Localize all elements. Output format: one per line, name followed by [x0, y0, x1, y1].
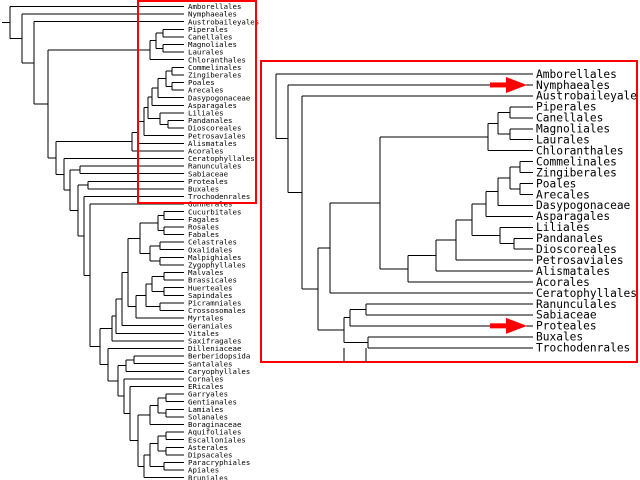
taxon-label: Poales — [188, 78, 215, 87]
taxon-label: Apiales — [188, 466, 219, 475]
taxon-label: Brassicales — [188, 276, 237, 285]
taxon-label: Asparagales — [188, 101, 237, 110]
taxon-label: Oxalidales — [188, 245, 233, 254]
taxon-label: Dasypogonaceae — [188, 93, 251, 102]
taxon-label: Lamiales — [188, 405, 224, 414]
taxon-label: Celastrales — [188, 238, 237, 247]
zoom-taxon-label: Magnoliales — [536, 123, 610, 136]
taxon-label: Sabiaceae — [188, 169, 229, 178]
zoom-taxon-label: Pandanales — [536, 232, 603, 245]
taxon-label: Rosales — [188, 223, 219, 232]
zoom-taxon-label: Austrobaileyale — [536, 90, 637, 103]
taxon-label: Buxales — [188, 185, 219, 194]
zoom-source-box — [137, 0, 257, 204]
taxon-label: Berberidopsida — [188, 352, 250, 361]
arrow-proteales — [490, 317, 527, 334]
taxon-label: Paracryphiales — [188, 458, 250, 467]
zoom-taxon-label: Asparagales — [536, 210, 610, 223]
taxon-label: Saxifragales — [188, 337, 241, 346]
taxon-label: Pandanales — [188, 116, 233, 125]
taxon-label: Amborellales — [188, 2, 241, 11]
taxon-label: Alismatales — [188, 139, 237, 148]
highlight-arrows — [490, 76, 527, 334]
zoom-taxon-label: Ceratophyllales — [536, 287, 637, 300]
zoom-taxon-label: Arecales — [536, 188, 590, 201]
taxon-label: Gentianales — [188, 397, 237, 406]
zoom-taxon-label: Zingiberales — [536, 166, 617, 179]
taxon-label: Ranunculales — [188, 162, 241, 171]
full-phylogenetic-tree — [2, 6, 184, 479]
taxon-label: Ceratophyllales — [188, 154, 255, 163]
taxon-label: Aquifoliales — [188, 428, 241, 437]
zoom-taxon-label: Commelinales — [536, 155, 617, 168]
zoom-taxon-label: Sabiaceae — [536, 309, 597, 322]
taxon-label: Liliales — [188, 109, 224, 118]
taxon-label: Proteales — [188, 177, 228, 186]
zoom-taxon-label: Chloranthales — [536, 144, 624, 157]
zoom-taxon-label: Ranunculales — [536, 298, 617, 311]
taxon-label: Fabales — [188, 230, 219, 239]
taxon-label: Fagales — [188, 215, 219, 224]
zoom-taxon-label: Trochodenrales — [536, 342, 630, 355]
taxon-label: Cornales — [188, 375, 224, 384]
taxon-label: Picramniales — [188, 299, 241, 308]
zoom-taxon-label: Buxales — [536, 331, 583, 344]
zoom-taxon-label: Petrosaviales — [536, 254, 624, 267]
taxon-label: Trochodenrales — [188, 192, 250, 201]
zoom-taxon-label: Dioscoreales — [536, 243, 617, 256]
taxon-label: Santalales — [188, 359, 233, 368]
taxon-label: Dioscoreales — [188, 124, 241, 133]
taxon-label: Bruniales — [188, 473, 228, 480]
zoom-panel-box — [260, 60, 638, 363]
taxon-label: Zygophyllales — [188, 261, 246, 270]
taxon-label: Zingiberales — [188, 71, 241, 80]
zoom-taxon-label: Acorales — [536, 276, 590, 289]
zoom-taxon-label: Liliales — [536, 221, 590, 234]
taxon-label: Escalloniales — [188, 435, 246, 444]
taxon-label: Dipsacales — [188, 451, 233, 460]
taxon-label: Garryales — [188, 390, 228, 399]
zoom-taxon-label: Proteales — [536, 320, 597, 333]
zoom-taxon-label: Nymphaeales — [536, 79, 610, 92]
taxon-label: Boraginaceae — [188, 420, 242, 429]
taxon-label: Huerteales — [188, 283, 233, 292]
zoomed-phylogenetic-tree — [275, 73, 533, 362]
taxon-label: Magnoliales — [188, 40, 237, 49]
taxon-label: Cucurbitales — [188, 207, 241, 216]
taxon-label: Malpighiales — [188, 253, 241, 262]
taxon-label: Vitales — [188, 329, 219, 338]
taxon-label: Piperales — [188, 25, 228, 34]
zoom-taxon-label: Poales — [536, 177, 576, 190]
taxon-label: Malvales — [188, 268, 224, 277]
taxon-label: Myrtales — [188, 314, 224, 323]
zoom-taxon-label: Laurales — [536, 134, 590, 147]
full-tree-taxon-labels: AmborellalesNymphaealesAustrobaileyalesP… — [188, 2, 259, 480]
taxon-label: Caryophyllales — [188, 367, 250, 376]
arrow-nymphaeales — [490, 76, 527, 93]
zoom-taxon-label: Alismatales — [536, 265, 610, 278]
taxon-label: Solanales — [188, 413, 228, 422]
zoom-taxon-label: Piperales — [536, 101, 597, 114]
taxon-label: Acorales — [188, 147, 224, 156]
zoom-taxon-label: Canellales — [536, 112, 603, 125]
taxon-label: Crossosomales — [188, 306, 246, 315]
taxon-label: Nymphaeales — [188, 10, 237, 19]
taxon-label: Canellales — [188, 33, 233, 42]
taxon-label: Austrobaileyales — [188, 17, 259, 26]
taxon-label: Gunnerales — [188, 200, 233, 209]
zoom-taxon-label: Amborellales — [536, 68, 617, 81]
taxon-label: ERicales — [188, 382, 224, 391]
taxon-label: Dilleniaceae — [188, 344, 242, 353]
taxon-label: Arecales — [188, 86, 224, 95]
taxon-label: Chloranthales — [188, 55, 246, 64]
taxon-label: Laurales — [188, 48, 224, 57]
zoom-taxon-label: Dasypogonaceae — [536, 199, 631, 212]
taxon-label: Petrosaviales — [188, 131, 246, 140]
taxon-label: Geraniales — [188, 321, 233, 330]
taxon-label: Sapindales — [188, 291, 233, 300]
taxon-label: Asterales — [188, 443, 228, 452]
zoomed-tree-taxon-labels: AmborellalesNymphaealesAustrobaileyalePi… — [536, 68, 637, 355]
taxon-label: Commelinales — [188, 63, 241, 72]
